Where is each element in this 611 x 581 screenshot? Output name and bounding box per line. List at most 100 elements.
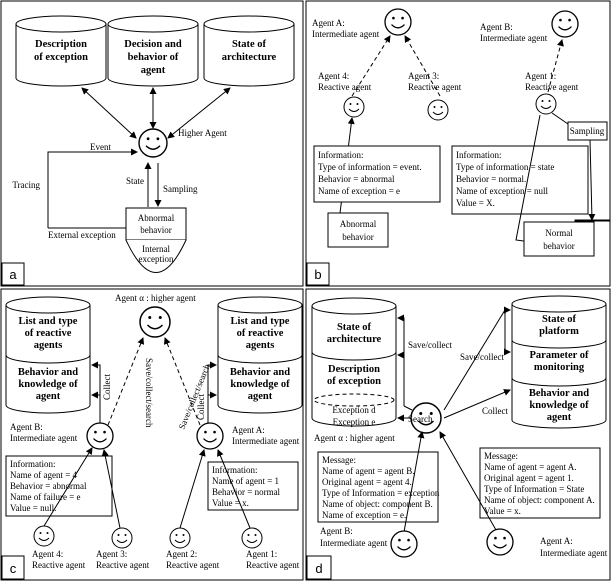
agent-a-smiley-icon xyxy=(384,8,412,36)
svg-text:Agent 1:Reactive agent: Agent 1:Reactive agent xyxy=(246,549,300,570)
arrow-a-desc xyxy=(81,87,137,139)
svg-text:Collect: Collect xyxy=(196,394,206,420)
internal-exception-shape xyxy=(125,239,187,273)
svg-text:Save/collect/search: Save/collect/search xyxy=(177,362,212,431)
panel-a-frame xyxy=(0,0,304,287)
svg-text:Agent B:Intermediate agent: Agent B:Intermediate agent xyxy=(480,22,548,43)
message-box-right xyxy=(479,447,601,519)
svg-text:Information: Type of inf: Information: Type of information = state… xyxy=(456,150,557,208)
agent-1-smiley-icon xyxy=(241,527,263,549)
svg-text:b: b xyxy=(314,267,321,282)
agent-2-smiley-icon xyxy=(169,527,191,549)
svg-text:c: c xyxy=(10,561,17,576)
svg-text:Information: Name of age: Information: Name of agent = 1 Behavior … xyxy=(212,465,282,508)
svg-text:Save/collect: Save/collect xyxy=(460,352,504,362)
svg-text:Agent 2:Reactive agent: Agent 2:Reactive agent xyxy=(166,549,220,570)
panel-b: Agent A:Intermediate agent Agent B:Inter… xyxy=(306,8,610,286)
agent-4-smiley-icon xyxy=(343,96,365,118)
svg-text:Agent B:Intermediate agent: Agent B:Intermediate agent xyxy=(10,422,78,443)
agent-b-smiley-icon-d xyxy=(390,530,418,558)
svg-text:Agent 3:Reactive agent: Agent 3:Reactive agent xyxy=(408,71,462,92)
agent-a-smiley-icon-d xyxy=(486,528,514,556)
agent-b-smiley-icon xyxy=(551,10,579,38)
svg-text:Tracing: Tracing xyxy=(12,180,40,190)
agent-alpha-smiley-icon xyxy=(139,306,171,338)
sampling-box xyxy=(567,121,608,141)
svg-text:Agent A:Intermediate agent: Agent A:Intermediate agent xyxy=(540,536,608,558)
svg-text:Agent B:Intermediate agent: Agent B:Intermediate agent xyxy=(320,526,388,548)
svg-text:Agent 3:Reactive agent: Agent 3:Reactive agent xyxy=(96,549,150,570)
svg-text:Information: Name of age: Information: Name of agent = 4 Behavior … xyxy=(10,459,89,513)
agent-4-smiley-icon xyxy=(33,525,55,547)
higher-agent-label: Higher Agent xyxy=(178,128,227,138)
panel-a-label-box xyxy=(1,262,25,286)
abnormal-behavior-box-b xyxy=(327,212,389,248)
message-box-left xyxy=(317,451,439,523)
info-box-left xyxy=(313,145,441,203)
panel-d-frame xyxy=(305,288,611,581)
agent-3-smiley-icon xyxy=(427,99,449,121)
normal-behavior-box xyxy=(523,221,595,257)
panel-c-frame xyxy=(0,288,304,581)
svg-text:Agent A:Intermediate agent: Agent A:Intermediate agent xyxy=(312,18,380,39)
svg-text:Agent α : higher agent: Agent α : higher agent xyxy=(115,293,196,303)
panel-d-label-box xyxy=(306,555,332,580)
arrow-a-state xyxy=(167,87,231,139)
agent-b-smiley-icon xyxy=(86,422,114,450)
svg-text:Exception e: Exception e xyxy=(333,417,376,427)
panel-c-label-box xyxy=(1,555,25,580)
event-arrow xyxy=(47,148,138,196)
info-box-right xyxy=(451,145,589,215)
svg-text:Sampling: Sampling xyxy=(570,126,605,136)
info-box-c-right xyxy=(207,461,299,511)
svg-text:Collect: Collect xyxy=(482,406,508,416)
svg-text:Information: Type of inf: Information: Type of information = event… xyxy=(318,150,424,196)
svg-text:Exception d: Exception d xyxy=(332,405,376,415)
svg-text:Agent 4:Reactive agent: Agent 4:Reactive agent xyxy=(318,71,372,92)
svg-text:Message: Name of agent =: Message: Name of agent = agent B. Origin… xyxy=(322,455,442,520)
agent-a-smiley-icon xyxy=(196,422,224,450)
svg-text:Agent 4:Reactive agent: Agent 4:Reactive agent xyxy=(32,549,86,570)
svg-text:Sampling: Sampling xyxy=(163,184,198,194)
info-box-c-left xyxy=(5,455,113,517)
svg-text:Agent α : higher agent: Agent α : higher agent xyxy=(314,433,395,443)
svg-text:Agent A:Intermediate agent: Agent A:Intermediate agent xyxy=(232,425,300,446)
svg-text:Message: Name of agent =: Message: Name of agent = agent A. Origin… xyxy=(484,451,597,516)
agent-1-smiley-icon xyxy=(535,93,557,115)
panel-b-frame xyxy=(305,0,611,287)
svg-text:Collect: Collect xyxy=(102,374,112,400)
svg-text:Event: Event xyxy=(90,142,111,152)
svg-text:Save/collect/search: Save/collect/search xyxy=(144,358,154,428)
svg-text:a: a xyxy=(9,267,17,282)
svg-text:d: d xyxy=(315,561,322,576)
abnormal-behavior-box xyxy=(125,207,187,241)
svg-text:State: State xyxy=(126,176,144,186)
